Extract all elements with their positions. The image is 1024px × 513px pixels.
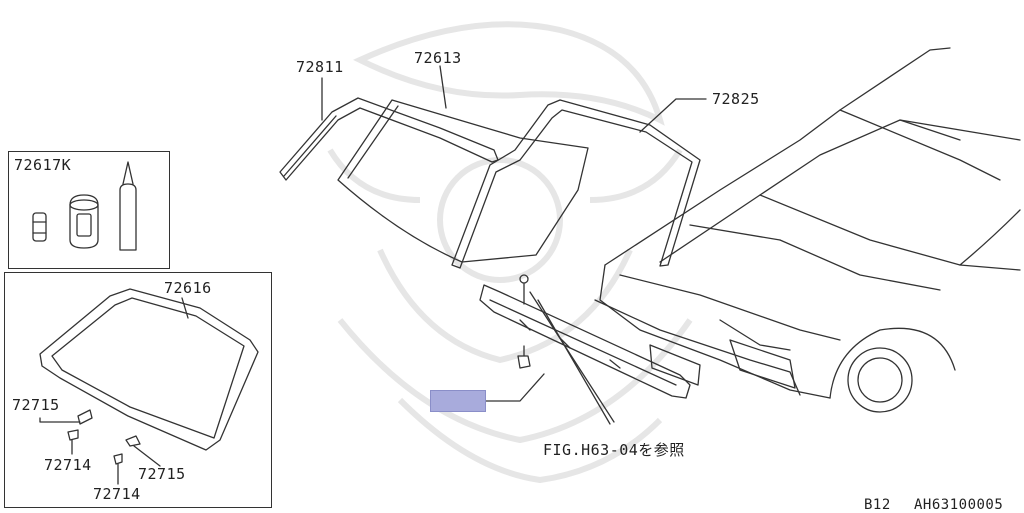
leader-72613 [439,65,447,109]
part-label-72613[interactable]: 72613 [414,49,462,67]
part-label-72811[interactable]: 72811 [296,58,344,76]
part-label-72616[interactable]: 72616 [164,279,212,297]
molding-72825 [451,99,701,269]
molding-72811 [279,97,499,181]
kit-72617k-drawing [32,161,137,251]
leader-highlight [485,373,545,402]
part-label-72825[interactable]: 72825 [712,90,760,108]
windshield-glass-72613 [337,99,589,263]
part-label-72714-bottom[interactable]: 72714 [93,485,141,503]
car-body [594,47,1021,413]
dam-inset-frame [4,272,272,508]
cowl-trim [479,284,691,399]
diagram-code: AH63100005 [914,497,1004,513]
model-code: B12 [864,497,891,513]
part-label-72617k[interactable]: 72617K [14,156,72,174]
highlighted-part-box[interactable] [430,390,486,412]
dam-72616-drawing [39,288,259,485]
clip-fastener [517,274,615,425]
part-label-72715-left[interactable]: 72715 [12,396,60,414]
kit-inset-frame [8,151,170,269]
part-label-72715-right[interactable]: 72715 [138,465,186,483]
part-label-72714-left[interactable]: 72714 [44,456,92,474]
leader-72825 [639,98,707,133]
watermark-emblem [327,21,693,484]
reference-note[interactable]: FIG.H63-04を参照 [543,441,685,459]
